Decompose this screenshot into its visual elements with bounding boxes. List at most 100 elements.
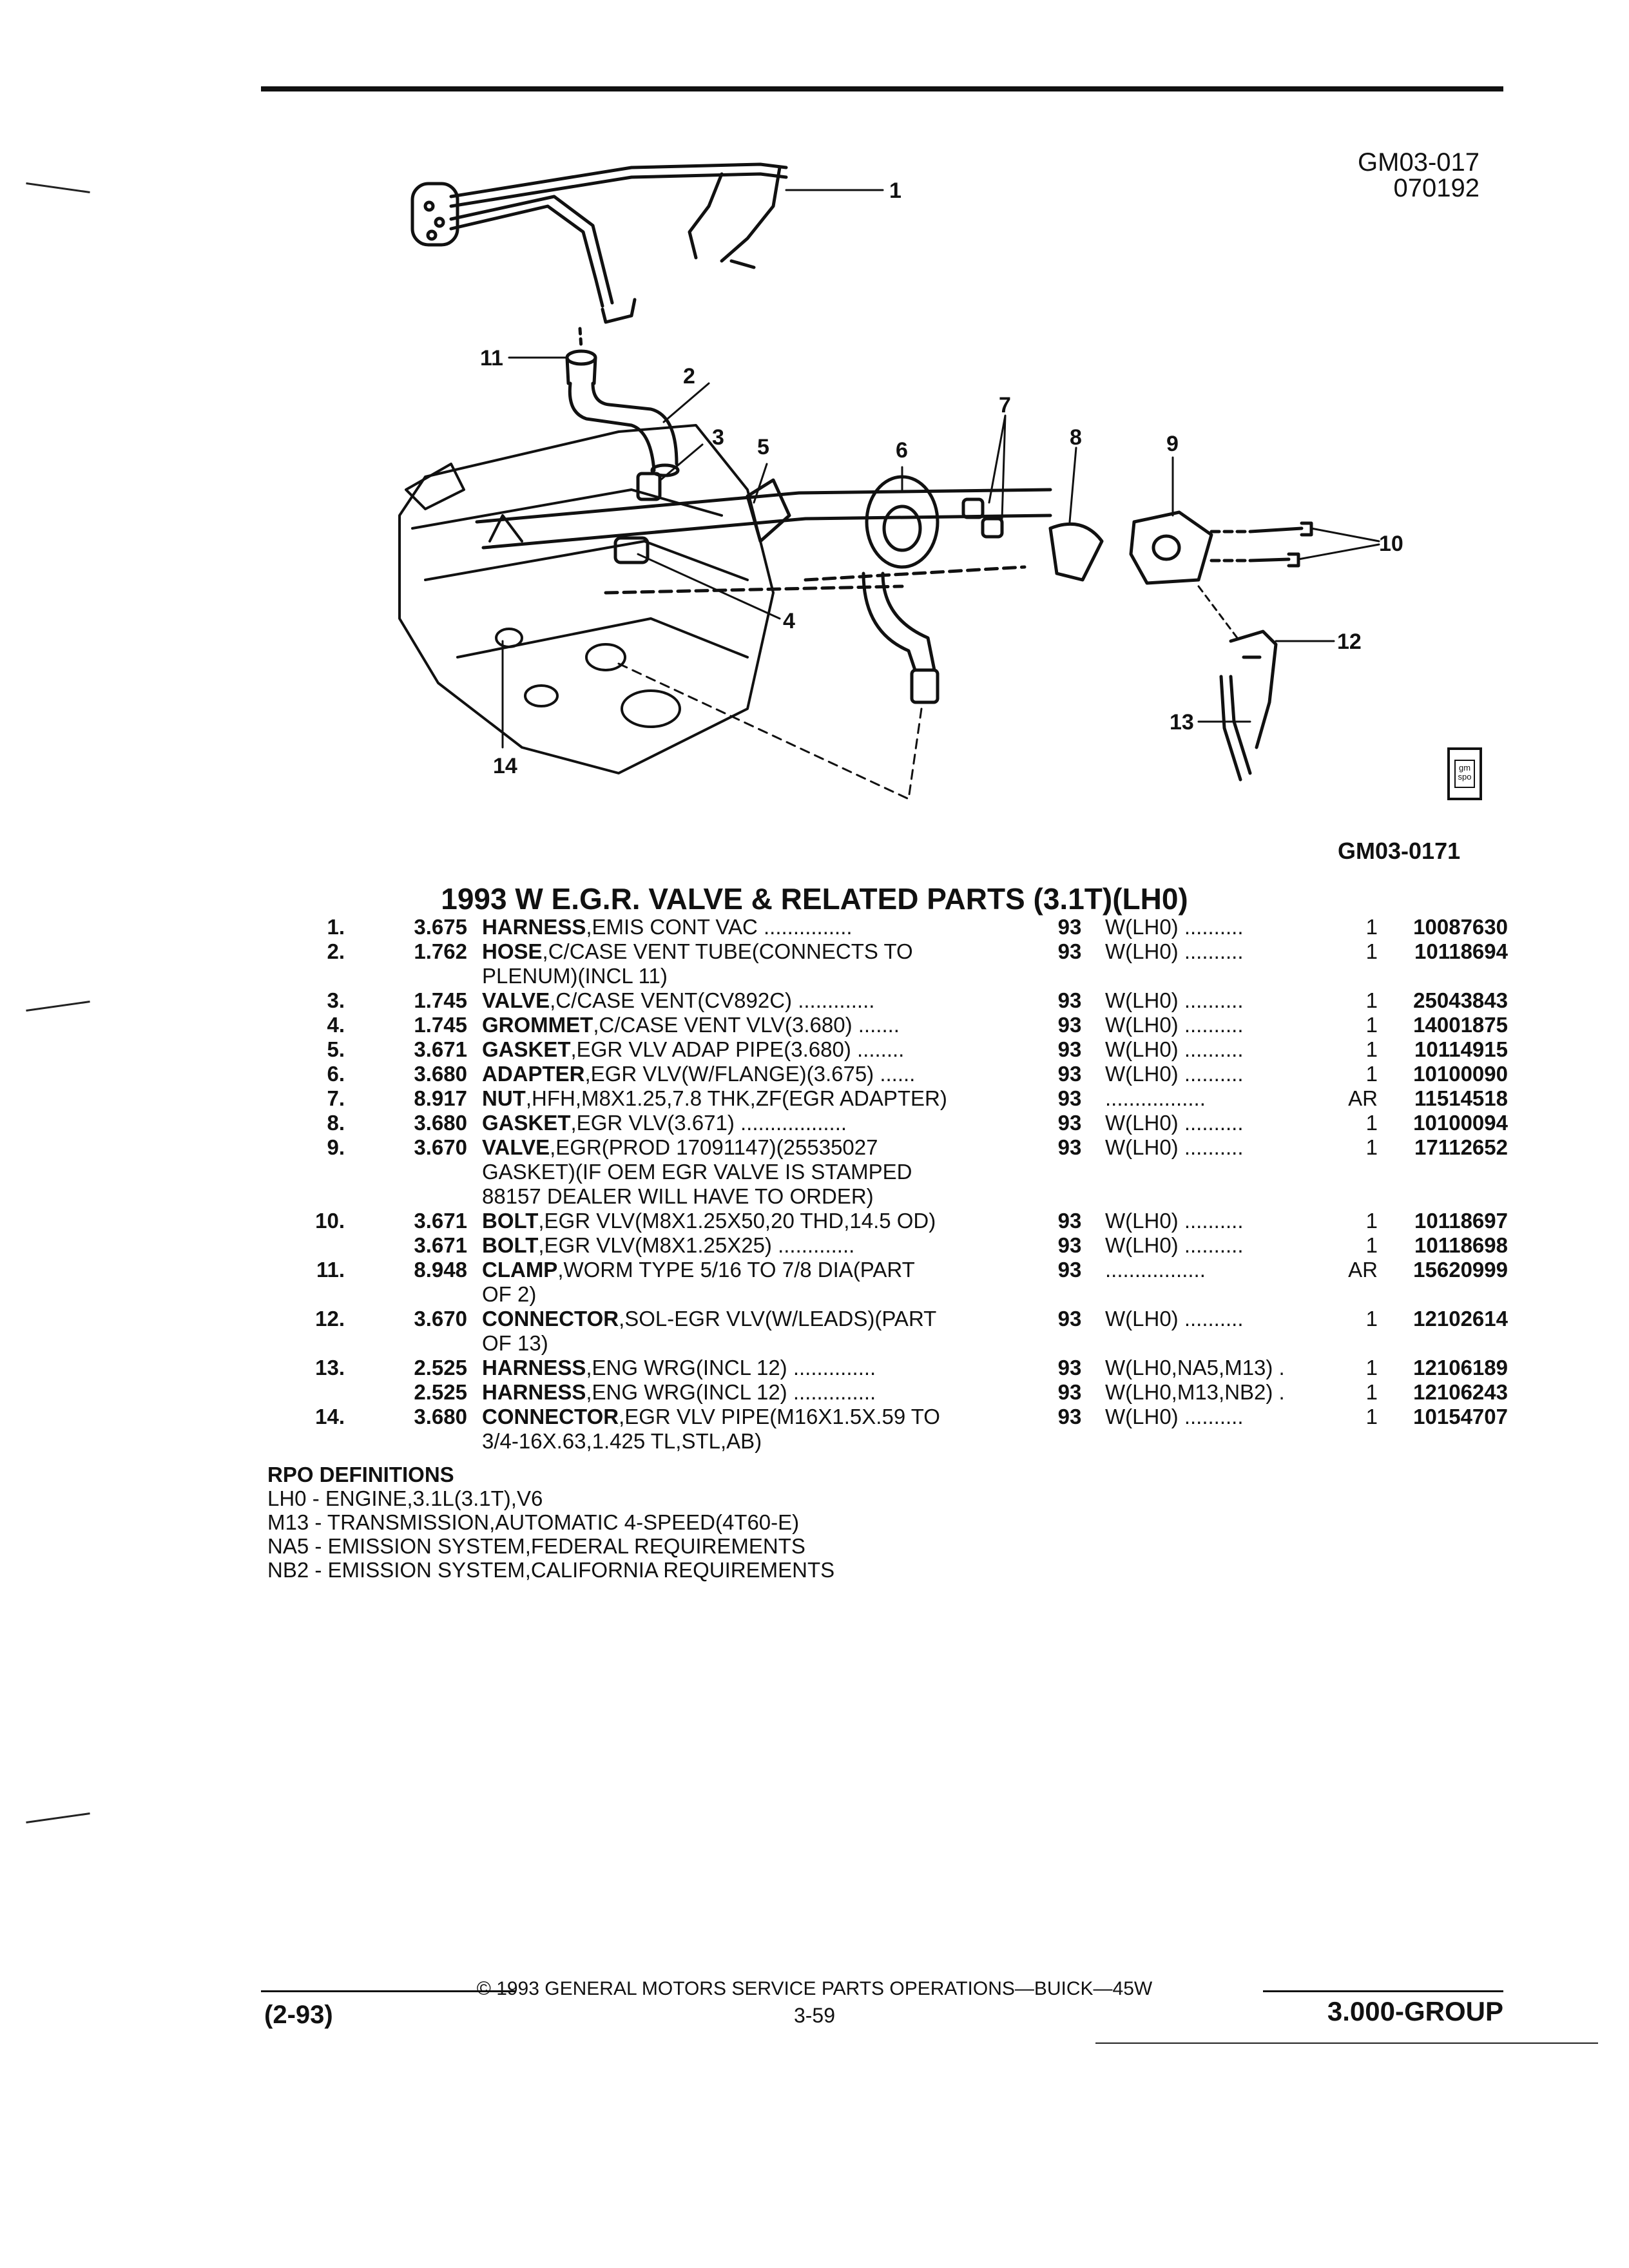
- part-number: 10100090: [1413, 1062, 1508, 1086]
- part-number: 10118698: [1414, 1233, 1508, 1257]
- quantity: 1: [1365, 1380, 1378, 1404]
- part-description: 3/4-16X.63,1.425 TL,STL,AB): [482, 1429, 762, 1454]
- group-number: 3.671: [414, 1233, 467, 1257]
- callout-6: 6: [896, 438, 908, 463]
- part-spec: ,ENG WRG(INCL 12) ..............: [586, 1356, 876, 1379]
- connector-and-harness-part: [1219, 629, 1278, 782]
- part-number: 11514518: [1414, 1086, 1508, 1110]
- bolt-part-10: [1248, 552, 1300, 568]
- part-name: HOSE: [482, 939, 543, 963]
- part-name: GASKET: [482, 1111, 571, 1135]
- parts-row: 3/4-16X.63,1.425 TL,STL,AB): [264, 1429, 1508, 1454]
- model-year: 93: [1057, 1135, 1082, 1159]
- part-spec: ,C/CASE VENT VLV(3.680) .......: [593, 1013, 900, 1037]
- part-number-index: 2.: [327, 939, 345, 963]
- part-number: 10154707: [1413, 1405, 1508, 1428]
- part-number-index: 9.: [327, 1135, 345, 1159]
- part-spec: ,WORM TYPE 5/16 TO 7/8 DIA(PART: [557, 1258, 915, 1282]
- group-number: 8.948: [414, 1258, 467, 1282]
- part-description: VALVE,C/CASE VENT(CV892C) .............: [482, 988, 874, 1013]
- part-name: CONNECTOR: [482, 1307, 619, 1331]
- quantity: 1: [1365, 1062, 1378, 1086]
- model-year: 93: [1057, 915, 1082, 939]
- part-spec: OF 2): [482, 1282, 537, 1306]
- callout-8: 8: [1070, 425, 1082, 450]
- part-description: CONNECTOR,EGR VLV PIPE(M16X1.5X.59 TO: [482, 1405, 940, 1429]
- callout-1: 1: [889, 178, 901, 203]
- part-number: 10114915: [1414, 1037, 1508, 1061]
- usage-code: W(LH0,NA5,M13) .: [1105, 1356, 1285, 1379]
- part-description: CLAMP,WORM TYPE 5/16 TO 7/8 DIA(PART: [482, 1258, 915, 1282]
- part-name: GASKET: [482, 1037, 571, 1061]
- part-name: VALVE: [482, 988, 550, 1012]
- part-spec: ,EMIS CONT VAC ...............: [586, 915, 853, 939]
- exploded-diagram: 1 2 3 4 5 6 7 8 9 10 11 12 13 14: [398, 162, 1403, 800]
- group-number: 2.525: [414, 1380, 467, 1404]
- part-name: ADAPTER: [482, 1062, 585, 1086]
- figure-id: GM03-0171: [1338, 838, 1461, 864]
- model-year: 93: [1057, 988, 1082, 1012]
- part-number-index: 14.: [315, 1405, 345, 1428]
- part-number-index: 5.: [327, 1037, 345, 1061]
- callout-14: 14: [493, 754, 517, 778]
- adapter-part-6: [862, 475, 940, 704]
- usage-code: W(LH0) ..........: [1105, 988, 1244, 1012]
- model-year: 93: [1057, 1356, 1082, 1379]
- group-number: 3.671: [414, 1209, 467, 1233]
- quantity: 1: [1365, 1209, 1378, 1233]
- copyright: © 1993 GENERAL MOTORS SERVICE PARTS OPER…: [476, 1978, 1153, 1999]
- callout-4: 4: [783, 609, 795, 633]
- part-number: 10100094: [1413, 1111, 1508, 1135]
- group-number: 1.762: [414, 939, 467, 963]
- callout-2: 2: [683, 364, 695, 389]
- quantity: 1: [1365, 1111, 1378, 1135]
- callout-13: 13: [1170, 710, 1194, 735]
- part-number-index: 7.: [327, 1086, 345, 1110]
- part-description: VALVE,EGR(PROD 17091147)(25535027: [482, 1135, 878, 1160]
- quantity: 1: [1365, 1013, 1378, 1037]
- quantity: 1: [1365, 988, 1378, 1012]
- quantity: 1: [1365, 939, 1378, 963]
- model-year: 93: [1057, 1037, 1082, 1061]
- usage-code: .................: [1105, 1258, 1206, 1282]
- quantity: AR: [1348, 1086, 1378, 1110]
- callout-11: 11: [480, 346, 503, 370]
- group-number: 3.680: [414, 1062, 467, 1086]
- quantity: 1: [1365, 1356, 1378, 1379]
- rpo-definitions: RPO DEFINITIONS LH0 - ENGINE,3.1L(3.1T),…: [267, 1463, 834, 1582]
- group-number: 3.670: [414, 1307, 467, 1331]
- margin-mark: [26, 1812, 90, 1823]
- group-number: 3.671: [414, 1037, 467, 1061]
- part-number: 14001875: [1413, 1013, 1508, 1037]
- gm-spo-logo: gm spo: [1447, 747, 1482, 800]
- model-year: 93: [1057, 1086, 1082, 1110]
- usage-code: W(LH0) ..........: [1105, 915, 1244, 939]
- part-spec: 3/4-16X.63,1.425 TL,STL,AB): [482, 1429, 762, 1453]
- model-year: 93: [1057, 1233, 1082, 1257]
- engine-block: [398, 424, 775, 774]
- part-spec: OF 13): [482, 1331, 548, 1355]
- part-description: HARNESS,EMIS CONT VAC ...............: [482, 915, 853, 939]
- part-number-index: 6.: [327, 1062, 345, 1086]
- usage-code: W(LH0) ..........: [1105, 939, 1244, 963]
- part-description: HOSE,C/CASE VENT TUBE(CONNECTS TO: [482, 939, 913, 964]
- gasket-part-8: [1048, 522, 1104, 582]
- part-description: GASKET)(IF OEM EGR VALVE IS STAMPED: [482, 1160, 912, 1184]
- part-name: VALVE: [482, 1135, 550, 1159]
- part-name: NUT: [482, 1086, 526, 1110]
- reference-block: GM03-017 070192: [1358, 149, 1480, 201]
- group-number: 3.680: [414, 1111, 467, 1135]
- part-name: CLAMP: [482, 1258, 558, 1282]
- quantity: AR: [1348, 1258, 1378, 1282]
- part-spec: GASKET)(IF OEM EGR VALVE IS STAMPED: [482, 1160, 912, 1184]
- part-description: GROMMET,C/CASE VENT VLV(3.680) .......: [482, 1013, 900, 1037]
- part-description: GASKET,EGR VLV ADAP PIPE(3.680) ........: [482, 1037, 904, 1062]
